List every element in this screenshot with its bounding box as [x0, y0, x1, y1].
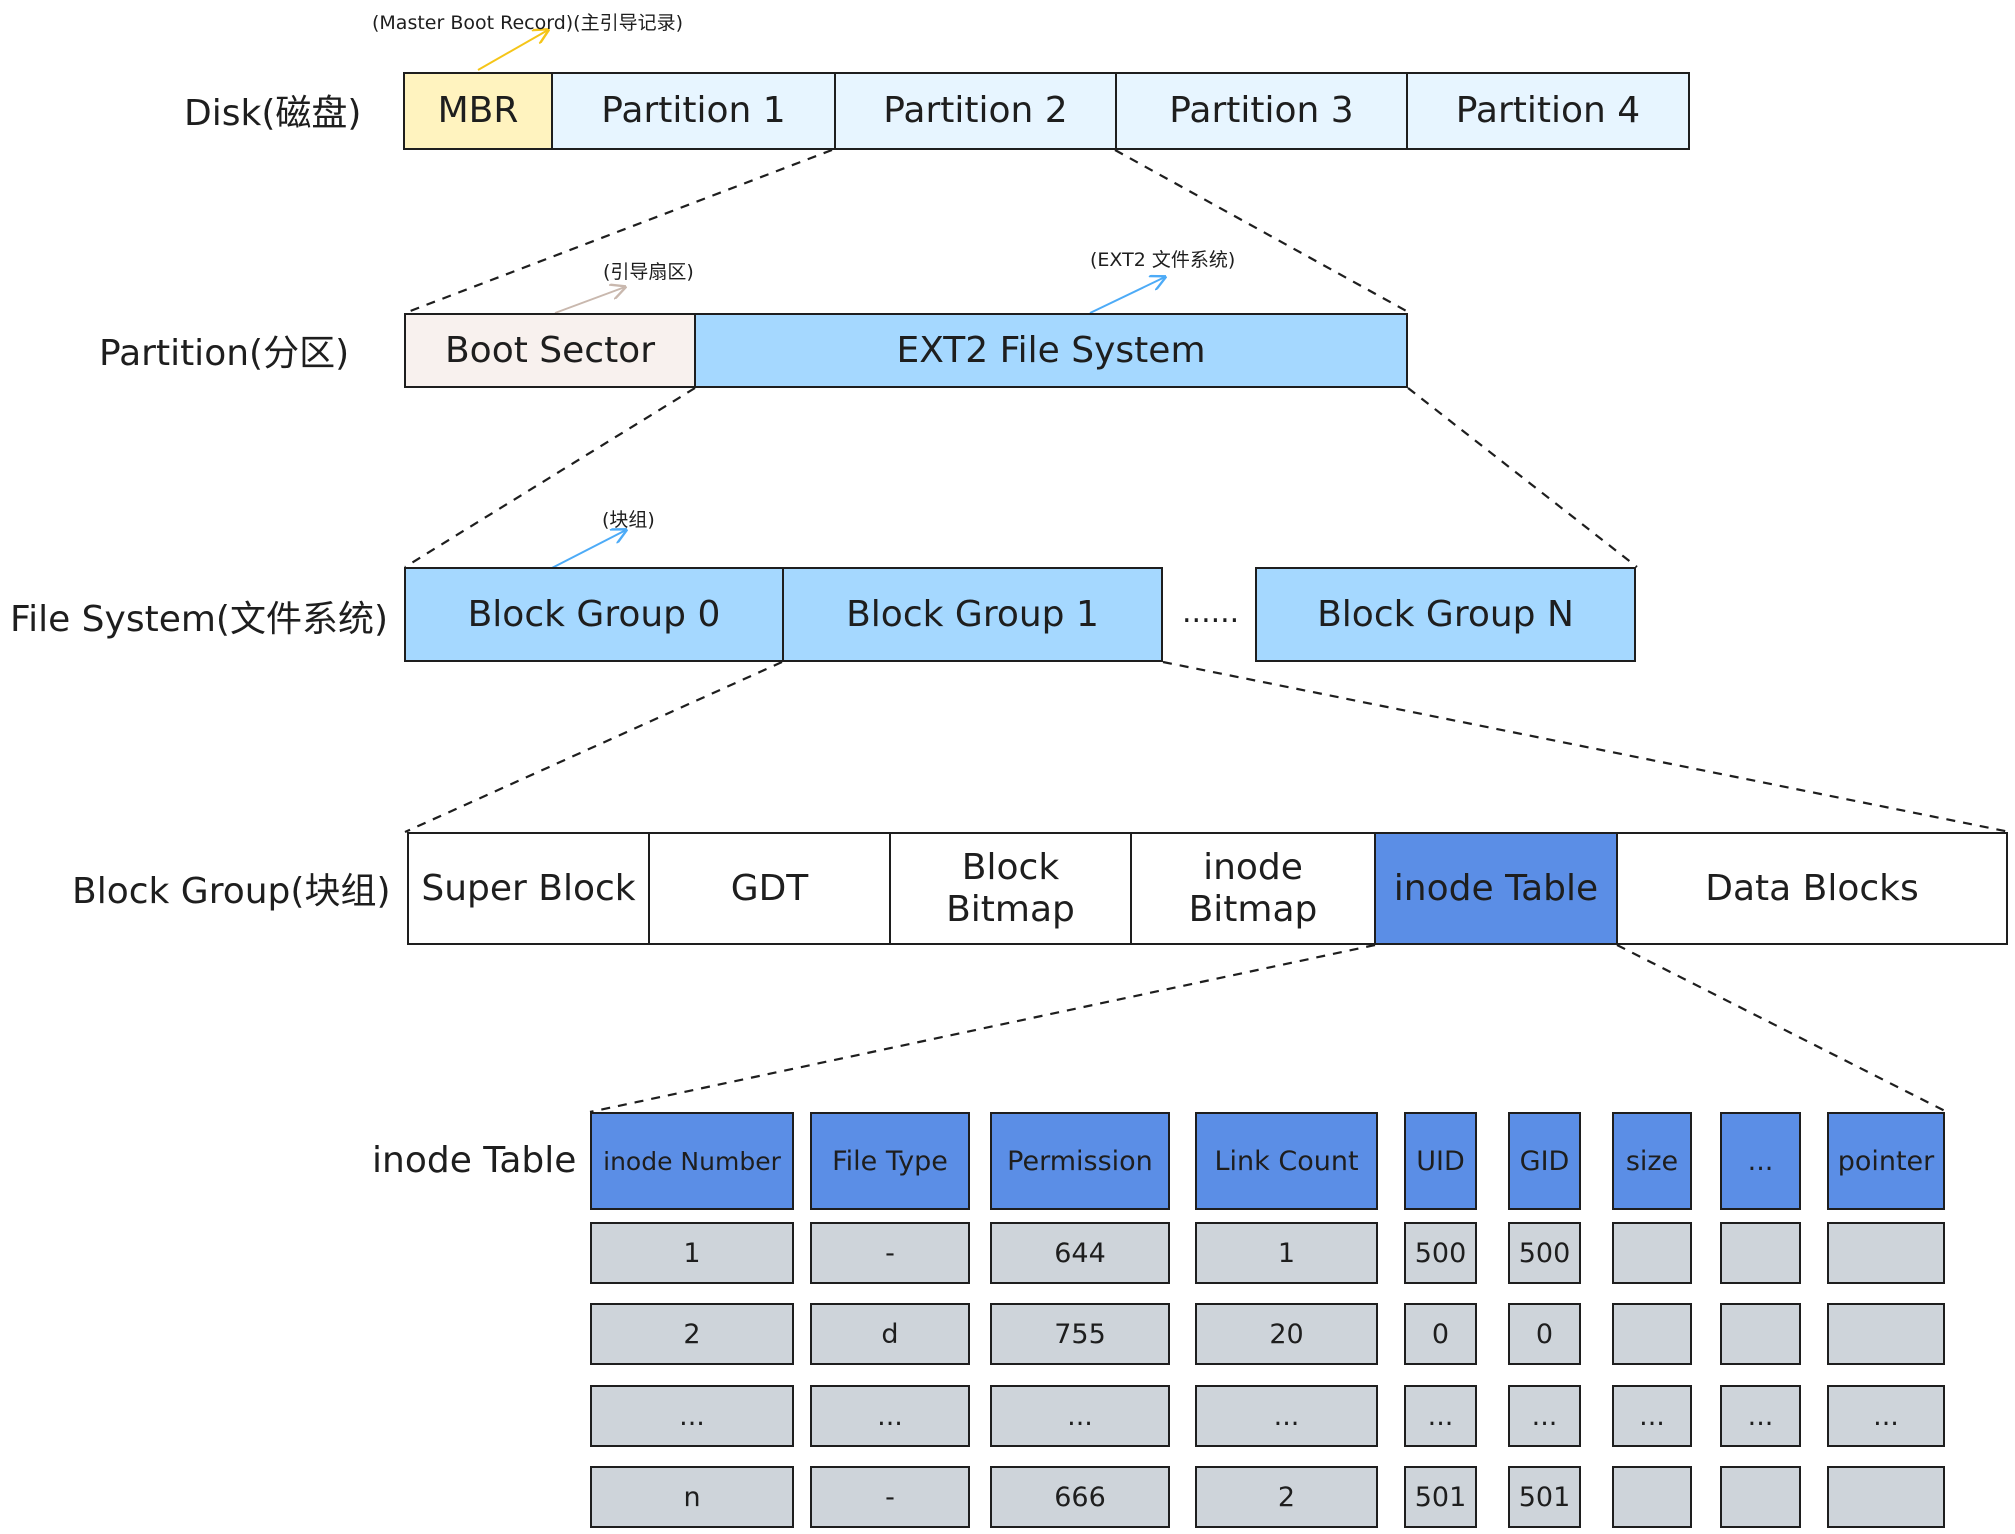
partition-1-box: Partition 1 — [551, 72, 836, 150]
arrow-mbr-note — [477, 30, 548, 71]
partition-3-box: Partition 3 — [1115, 72, 1408, 150]
cell-inode-number: 1 — [590, 1222, 794, 1284]
cell-uid: 0 — [1404, 1303, 1477, 1365]
inode-table-box: inode Table — [1374, 832, 1618, 945]
header-pointer: pointer — [1827, 1112, 1945, 1210]
cell-more: ... — [1720, 1385, 1801, 1447]
cell-gid: ... — [1508, 1385, 1581, 1447]
cell-permission: 644 — [990, 1222, 1170, 1284]
ext2-fs-box: EXT2 File System — [694, 313, 1408, 388]
cell-more — [1720, 1222, 1801, 1284]
zoom-line-fs-right — [1162, 660, 2011, 834]
cell-more — [1720, 1303, 1801, 1365]
block-group-0-box: Block Group 0 — [404, 567, 784, 662]
block-group-n-box: Block Group N — [1255, 567, 1636, 662]
cell-pointer — [1827, 1303, 1945, 1365]
disk-row-label: Disk(磁盘) — [184, 93, 362, 134]
cell-size: ... — [1612, 1385, 1692, 1447]
cell-permission: ... — [990, 1385, 1170, 1447]
arrow-group-note — [547, 530, 626, 571]
cell-pointer — [1827, 1466, 1945, 1528]
blockgroup-row-label: Block Group(块组) — [72, 871, 391, 912]
fs-note: (EXT2 文件系统) — [1090, 249, 1236, 271]
partition-row-label: Partition(分区) — [99, 333, 350, 374]
inode-bitmap-box: inode Bitmap — [1130, 832, 1376, 945]
cell-inode-number: 2 — [590, 1303, 794, 1365]
arrow-fs-note — [1089, 277, 1165, 314]
zoom-line-bg-right — [1616, 944, 1948, 1113]
partition-2-box: Partition 2 — [834, 72, 1117, 150]
zoom-line-disk-right — [1114, 149, 1411, 314]
header-gid: GID — [1508, 1112, 1581, 1210]
cell-size — [1612, 1303, 1692, 1365]
header-inode-number: inode Number — [590, 1112, 794, 1210]
cell-uid: 501 — [1404, 1466, 1477, 1528]
inode-table-row-label: inode Table — [372, 1140, 577, 1181]
data-blocks-box: Data Blocks — [1616, 832, 2008, 945]
zoom-line-disk-left — [404, 148, 833, 315]
cell-size — [1612, 1222, 1692, 1284]
block-group-1-box: Block Group 1 — [782, 567, 1163, 662]
cell-uid: 500 — [1404, 1222, 1477, 1284]
partition-4-box: Partition 4 — [1406, 72, 1690, 150]
cell-file-type: - — [810, 1466, 970, 1528]
cell-gid: 501 — [1508, 1466, 1581, 1528]
cell-more — [1720, 1466, 1801, 1528]
cell-file-type: ... — [810, 1385, 970, 1447]
cell-link-count: 2 — [1195, 1466, 1378, 1528]
cell-inode-number: ... — [590, 1385, 794, 1447]
super-block-box: Super Block — [407, 832, 650, 945]
zoom-line-fs-left — [404, 660, 783, 834]
header-file-type: File Type — [810, 1112, 970, 1210]
arrow-boot-note — [554, 287, 625, 314]
zoom-line-partition-left — [404, 387, 696, 568]
mbr-note: (Master Boot Record)(主引导记录) — [372, 12, 683, 34]
boot-sector-box: Boot Sector — [404, 313, 696, 388]
header-permission: Permission — [990, 1112, 1170, 1210]
cell-size — [1612, 1466, 1692, 1528]
header-uid: UID — [1404, 1112, 1477, 1210]
block-group-note: (块组) — [602, 509, 655, 531]
header-link-count: Link Count — [1195, 1112, 1378, 1210]
header-size: size — [1612, 1112, 1692, 1210]
cell-inode-number: n — [590, 1466, 794, 1528]
boot-sector-note: (引导扇区) — [603, 261, 694, 283]
zoom-line-bg-left — [589, 943, 1376, 1114]
cell-gid: 500 — [1508, 1222, 1581, 1284]
header-more: ... — [1720, 1112, 1801, 1210]
cell-file-type: d — [810, 1303, 970, 1365]
mbr-box: MBR — [403, 72, 553, 150]
gdt-box: GDT — [648, 832, 891, 945]
cell-permission: 755 — [990, 1303, 1170, 1365]
cell-link-count: ... — [1195, 1385, 1378, 1447]
cell-gid: 0 — [1508, 1303, 1581, 1365]
cell-uid: ... — [1404, 1385, 1477, 1447]
cell-link-count: 1 — [1195, 1222, 1378, 1284]
cell-file-type: - — [810, 1222, 970, 1284]
cell-permission: 666 — [990, 1466, 1170, 1528]
cell-link-count: 20 — [1195, 1303, 1378, 1365]
block-group-ellipsis: ...... — [1182, 595, 1240, 630]
cell-pointer — [1827, 1222, 1945, 1284]
zoom-line-partition-right — [1407, 387, 1638, 568]
filesystem-row-label: File System(文件系统) — [10, 599, 389, 640]
cell-pointer: ... — [1827, 1385, 1945, 1447]
block-bitmap-box: Block Bitmap — [889, 832, 1132, 945]
